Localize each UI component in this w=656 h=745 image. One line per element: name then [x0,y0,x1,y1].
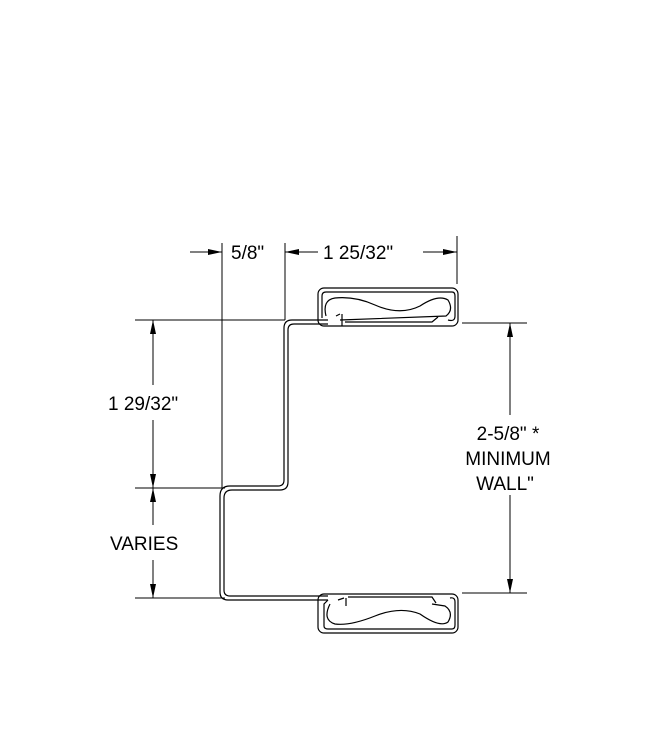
wall-label-line2: MINIMUM [465,449,550,470]
throat-offset-label: 5/8" [231,243,264,264]
bottom-silencer-gasket [317,593,459,634]
top-silencer-gasket [317,287,459,327]
extension-lines [135,236,527,599]
wall-label-line1: 2-5/8" * [477,424,540,445]
frame-profile [219,319,328,601]
varies-label: VARIES [110,534,178,555]
face-width-label: 1 25/32" [323,243,393,264]
stop-height-label: 1 29/32" [108,394,178,415]
wall-label-line3: WALL" [476,474,534,495]
